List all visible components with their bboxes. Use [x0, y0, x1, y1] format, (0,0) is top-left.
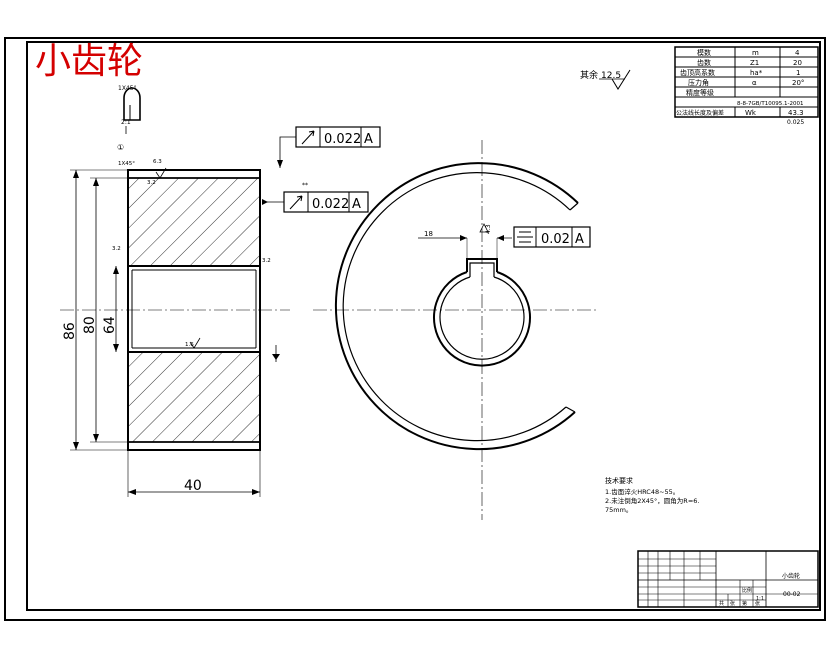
- svg-text:其余: 其余: [580, 69, 598, 81]
- param-label-module: 模数: [697, 48, 711, 57]
- tolerance-frame-2: 0.022 A: [283, 191, 369, 213]
- detail-view-chamfer: 1X45° 2:1 ①: [117, 85, 141, 152]
- dim-face-width: 40: [184, 478, 202, 494]
- drawing-title: 小齿轮: [35, 41, 143, 82]
- svg-text:A: A: [575, 232, 584, 247]
- tolerance-frame-1: 0.022 A: [295, 126, 381, 148]
- param-value-base-tangent: 43.3: [788, 109, 804, 117]
- roughness-note: 其余 12.5: [580, 69, 631, 90]
- gear-parameter-table: 模数 m 4 齿数 Z1 20 齿顶高系数 ha* 1 压力角 α 20° 精度…: [674, 46, 819, 126]
- roughness-right: 3.2: [262, 258, 271, 264]
- param-value-accuracy: 8-8-7GB/T10095.1-2001: [737, 101, 803, 107]
- param-value-module: 4: [795, 49, 800, 57]
- title-block-part-name: 小齿轮: [782, 572, 800, 580]
- param-symbol-pressure-angle: α: [752, 79, 757, 87]
- param-label-accuracy: 精度等级: [686, 88, 714, 97]
- roughness-chamfer: 3.2: [147, 180, 156, 186]
- hatch-upper: [127, 177, 261, 267]
- svg-text:0.022: 0.022: [324, 132, 361, 147]
- roughness-top: 6.3: [153, 159, 162, 165]
- detail-chamfer-label: 1X45°: [118, 85, 137, 92]
- tech-line-2: 2.未注倒角2X45°，圆角为R=6.: [605, 496, 699, 505]
- star-mark: **: [302, 182, 308, 189]
- param-symbol-base-tangent: Wk: [745, 109, 757, 117]
- param-symbol-addendum: ha*: [750, 69, 763, 77]
- tolerance-frame-3: 0.02 A: [513, 226, 591, 248]
- hatch-lower: [127, 351, 261, 443]
- param-value-teeth: 20: [793, 59, 802, 67]
- title-block: 小齿轮 00-02 比例 1:1 共 张 第 张: [637, 550, 819, 608]
- svg-text:共: 共: [719, 600, 724, 607]
- param-value-pressure-angle: 20°: [792, 79, 804, 87]
- param-value-deviation: 0.025: [787, 119, 804, 126]
- outer-border: [4, 37, 826, 621]
- svg-text:张: 张: [755, 600, 760, 607]
- chamfer-side-label: 1X45°: [118, 161, 135, 167]
- dim-outer-diameter: 86: [62, 322, 78, 340]
- svg-text:张: 张: [730, 600, 735, 607]
- detail-scale: 2:1: [121, 119, 131, 126]
- svg-text:0.02: 0.02: [541, 232, 570, 247]
- tech-line-3: 75mm。: [605, 506, 632, 514]
- inner-border: [26, 41, 821, 611]
- gear-front-view: 18 4.3: [313, 140, 598, 520]
- roughness-bore: 1.6: [185, 342, 194, 348]
- dim-keyway-depth: 4.3: [485, 224, 492, 234]
- symmetry-icon: [517, 231, 533, 243]
- param-symbol-teeth: Z1: [750, 59, 759, 67]
- technical-requirements: 技术要求 1.齿面淬火HRC48~55。 2.未注倒角2X45°，圆角为R=6.…: [605, 476, 699, 514]
- tech-line-1: 1.齿面淬火HRC48~55。: [605, 487, 679, 496]
- svg-text:12.5: 12.5: [601, 71, 621, 81]
- svg-text:0.022: 0.022: [312, 197, 349, 212]
- detail-marker: ①: [117, 143, 124, 152]
- runout-icon: [289, 195, 303, 210]
- roughness-left: 3.2: [112, 246, 121, 252]
- tech-heading: 技术要求: [605, 476, 633, 485]
- svg-text:A: A: [352, 197, 361, 212]
- dim-keyway-width: 18: [424, 230, 433, 238]
- svg-text:A: A: [364, 132, 373, 147]
- param-label-teeth: 齿数: [697, 58, 711, 67]
- title-block-ratio-value: 1:1: [756, 596, 764, 602]
- param-label-base-tangent: 公法线长度及偏差: [676, 109, 724, 117]
- svg-text:第: 第: [742, 600, 747, 607]
- dim-pitch-diameter: 80: [82, 316, 98, 334]
- param-symbol-module: m: [752, 49, 759, 57]
- param-value-addendum: 1: [796, 69, 800, 77]
- title-block-drawing-no: 00-02: [783, 591, 801, 598]
- dim-bore-diameter: 64: [102, 316, 118, 334]
- param-label-pressure-angle: 压力角: [688, 78, 709, 87]
- title-block-ratio-label: 比例: [742, 587, 752, 594]
- param-label-addendum: 齿顶高系数: [680, 68, 715, 77]
- runout-icon: [301, 130, 315, 145]
- gear-section-view: 6.3 3.2 1X45° 1.6 3.2 3.2 86 80 64 40: [60, 136, 308, 497]
